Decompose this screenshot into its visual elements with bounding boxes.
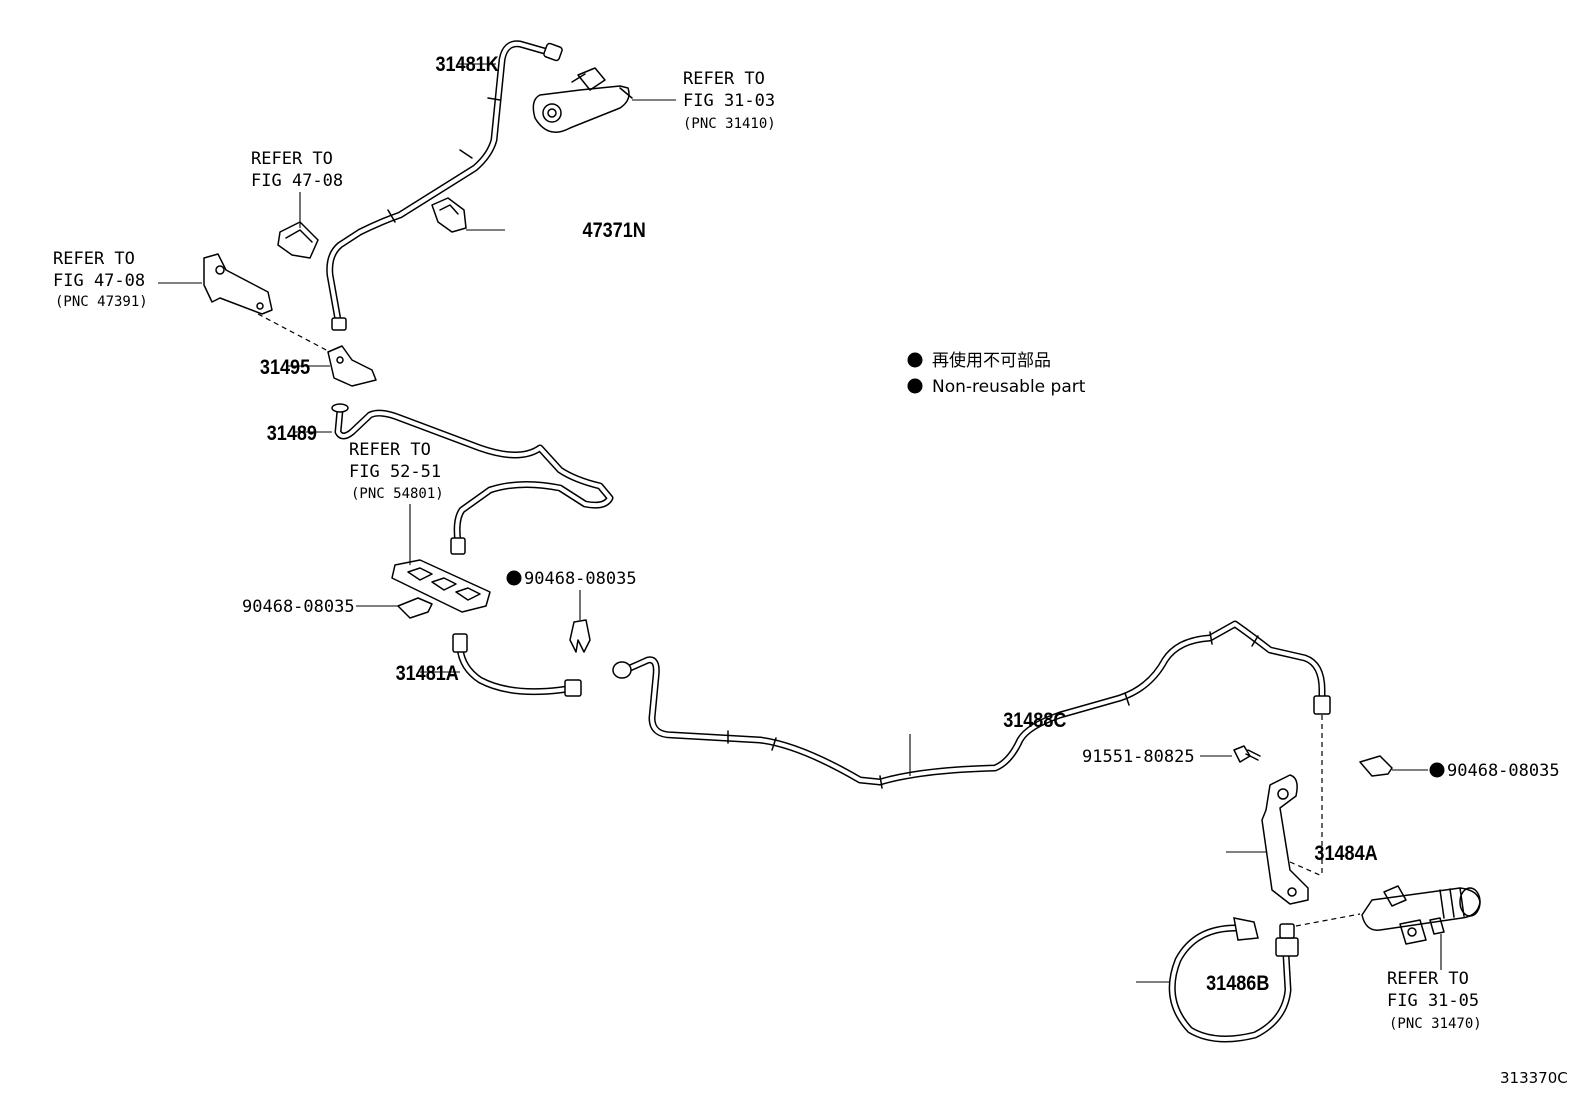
tube-31488C[interactable] [612, 620, 1331, 789]
clutch-master-cylinder[interactable] [532, 67, 633, 133]
ref-31-03-line1: REFER TO [683, 69, 765, 89]
non-reusable-bullet-icon [907, 352, 923, 368]
ref-47-08b-line2: FIG 47-08 [53, 271, 145, 291]
dashed-link-bracket [257, 313, 331, 353]
label-91551: 91551-80825 [1082, 747, 1195, 767]
ref-52-51-line2: FIG 52-51 [349, 462, 441, 482]
clip-31495[interactable] [327, 345, 377, 387]
ref-31-03-line2: FIG 31-03 [683, 91, 775, 111]
non-reusable-bullet-icon [1429, 762, 1445, 778]
clamp-plate-54801[interactable] [391, 559, 491, 613]
bracket-31484A[interactable] [1261, 774, 1309, 905]
label-31481K: 31481K [435, 53, 498, 77]
label-90468-center: 90468-08035 [524, 569, 637, 589]
ref-52-51-line1: REFER TO [349, 440, 431, 460]
tube-31489[interactable] [331, 403, 614, 555]
label-90468-left: 90468-08035 [242, 597, 355, 617]
label-31484A: 31484A [1314, 842, 1377, 866]
clip-90468-right[interactable] [1359, 755, 1393, 777]
label-31481A: 31481A [396, 662, 459, 686]
bracket-47391[interactable] [203, 253, 273, 315]
legend: 再使用不可部品 Non-reusable part [907, 350, 1086, 397]
refer-fig-31-03[interactable]: REFER TO FIG 31-03 (PNC 31410) [683, 69, 776, 132]
label-47371N: 47371N [583, 219, 646, 243]
ref-52-51-line3: (PNC 54801) [351, 486, 444, 502]
hose-31486B[interactable] [1168, 917, 1299, 1043]
clamp-47371N[interactable] [431, 197, 467, 233]
grommet[interactable] [277, 221, 319, 259]
clip-90468-center[interactable] [569, 619, 591, 653]
legend-english: Non-reusable part [932, 377, 1086, 397]
refer-fig-31-05[interactable]: REFER TO FIG 31-05 (PNC 31470) [1387, 969, 1482, 1032]
label-31495: 31495 [260, 356, 310, 380]
ref-31-03-line3: (PNC 31410) [683, 116, 776, 132]
ref-31-05-line2: FIG 31-05 [1387, 991, 1479, 1011]
label-31486B: 31486B [1206, 972, 1269, 996]
ref-31-05-line3: (PNC 31470) [1389, 1016, 1482, 1032]
bolt-91551[interactable] [1233, 745, 1261, 763]
ref-47-08-line1: REFER TO [251, 149, 333, 169]
label-31488C: 31488C [1003, 709, 1066, 733]
refer-fig-47-08-left[interactable]: REFER TO FIG 47-08 (PNC 47391) [53, 249, 148, 310]
clutch-release-cylinder[interactable] [1361, 885, 1481, 945]
refer-fig-47-08-top[interactable]: REFER TO FIG 47-08 [251, 149, 343, 191]
ref-47-08-line2: FIG 47-08 [251, 171, 343, 191]
ref-47-08b-line3: (PNC 47391) [55, 294, 148, 310]
label-90468-right: 90468-08035 [1447, 761, 1560, 781]
label-31489: 31489 [267, 422, 317, 446]
legend-japanese: 再使用不可部品 [932, 350, 1051, 371]
clip-90468-left[interactable] [397, 597, 433, 619]
non-reusable-bullet-icon [907, 378, 923, 394]
ref-47-08b-line1: REFER TO [53, 249, 135, 269]
tube-31481A[interactable] [452, 633, 582, 697]
refer-fig-52-51[interactable]: REFER TO FIG 52-51 (PNC 54801) [349, 440, 444, 502]
figure-code: 313370C [1500, 1069, 1568, 1087]
non-reusable-bullet-icon [506, 570, 522, 586]
ref-31-05-line1: REFER TO [1387, 969, 1469, 989]
dashed-link-bracket-right [1289, 861, 1323, 877]
dashed-link-hose-cylinder [1295, 913, 1361, 927]
tube-31481K[interactable] [326, 40, 563, 331]
